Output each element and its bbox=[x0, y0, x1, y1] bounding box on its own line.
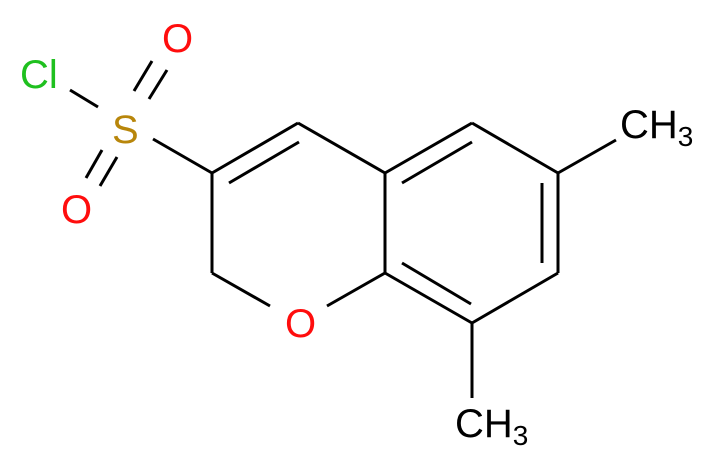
bond-s-o-bottom-b bbox=[98, 156, 119, 187]
bond-c8a-o1 bbox=[326, 271, 386, 308]
bond-c3-c4 bbox=[211, 121, 299, 175]
bond-o1-c2 bbox=[211, 271, 271, 308]
atom-o-top: O bbox=[162, 17, 193, 61]
bond-c7-c8 bbox=[471, 271, 559, 325]
bond-c4a-c5 bbox=[384, 121, 473, 175]
bond-c6-ch3 bbox=[557, 138, 617, 175]
atom-o-bottom: O bbox=[61, 188, 92, 232]
bond-s-o-top-b bbox=[147, 69, 169, 100]
bond-s-o-bottom-a bbox=[84, 149, 104, 179]
atom-s: S bbox=[112, 108, 139, 152]
bond-c4-c4a bbox=[297, 121, 386, 175]
atom-ch3-c6: CH3 bbox=[620, 103, 693, 152]
bond-c3-c4-inner bbox=[228, 140, 300, 185]
atom-cl: Cl bbox=[20, 53, 58, 97]
bond-c4a-c5-inner bbox=[401, 140, 473, 185]
atom-o-ring: O bbox=[285, 302, 316, 346]
bond-s-o-top-a bbox=[132, 60, 154, 92]
bond-c8-c8a-inner bbox=[401, 261, 472, 306]
bond-s-cl bbox=[69, 88, 99, 109]
atom-ch3-c8: CH3 bbox=[455, 402, 528, 451]
bond-c5-c6 bbox=[471, 121, 559, 175]
bond-s-c3 bbox=[152, 137, 213, 175]
bond-c8-c8a bbox=[384, 271, 473, 325]
